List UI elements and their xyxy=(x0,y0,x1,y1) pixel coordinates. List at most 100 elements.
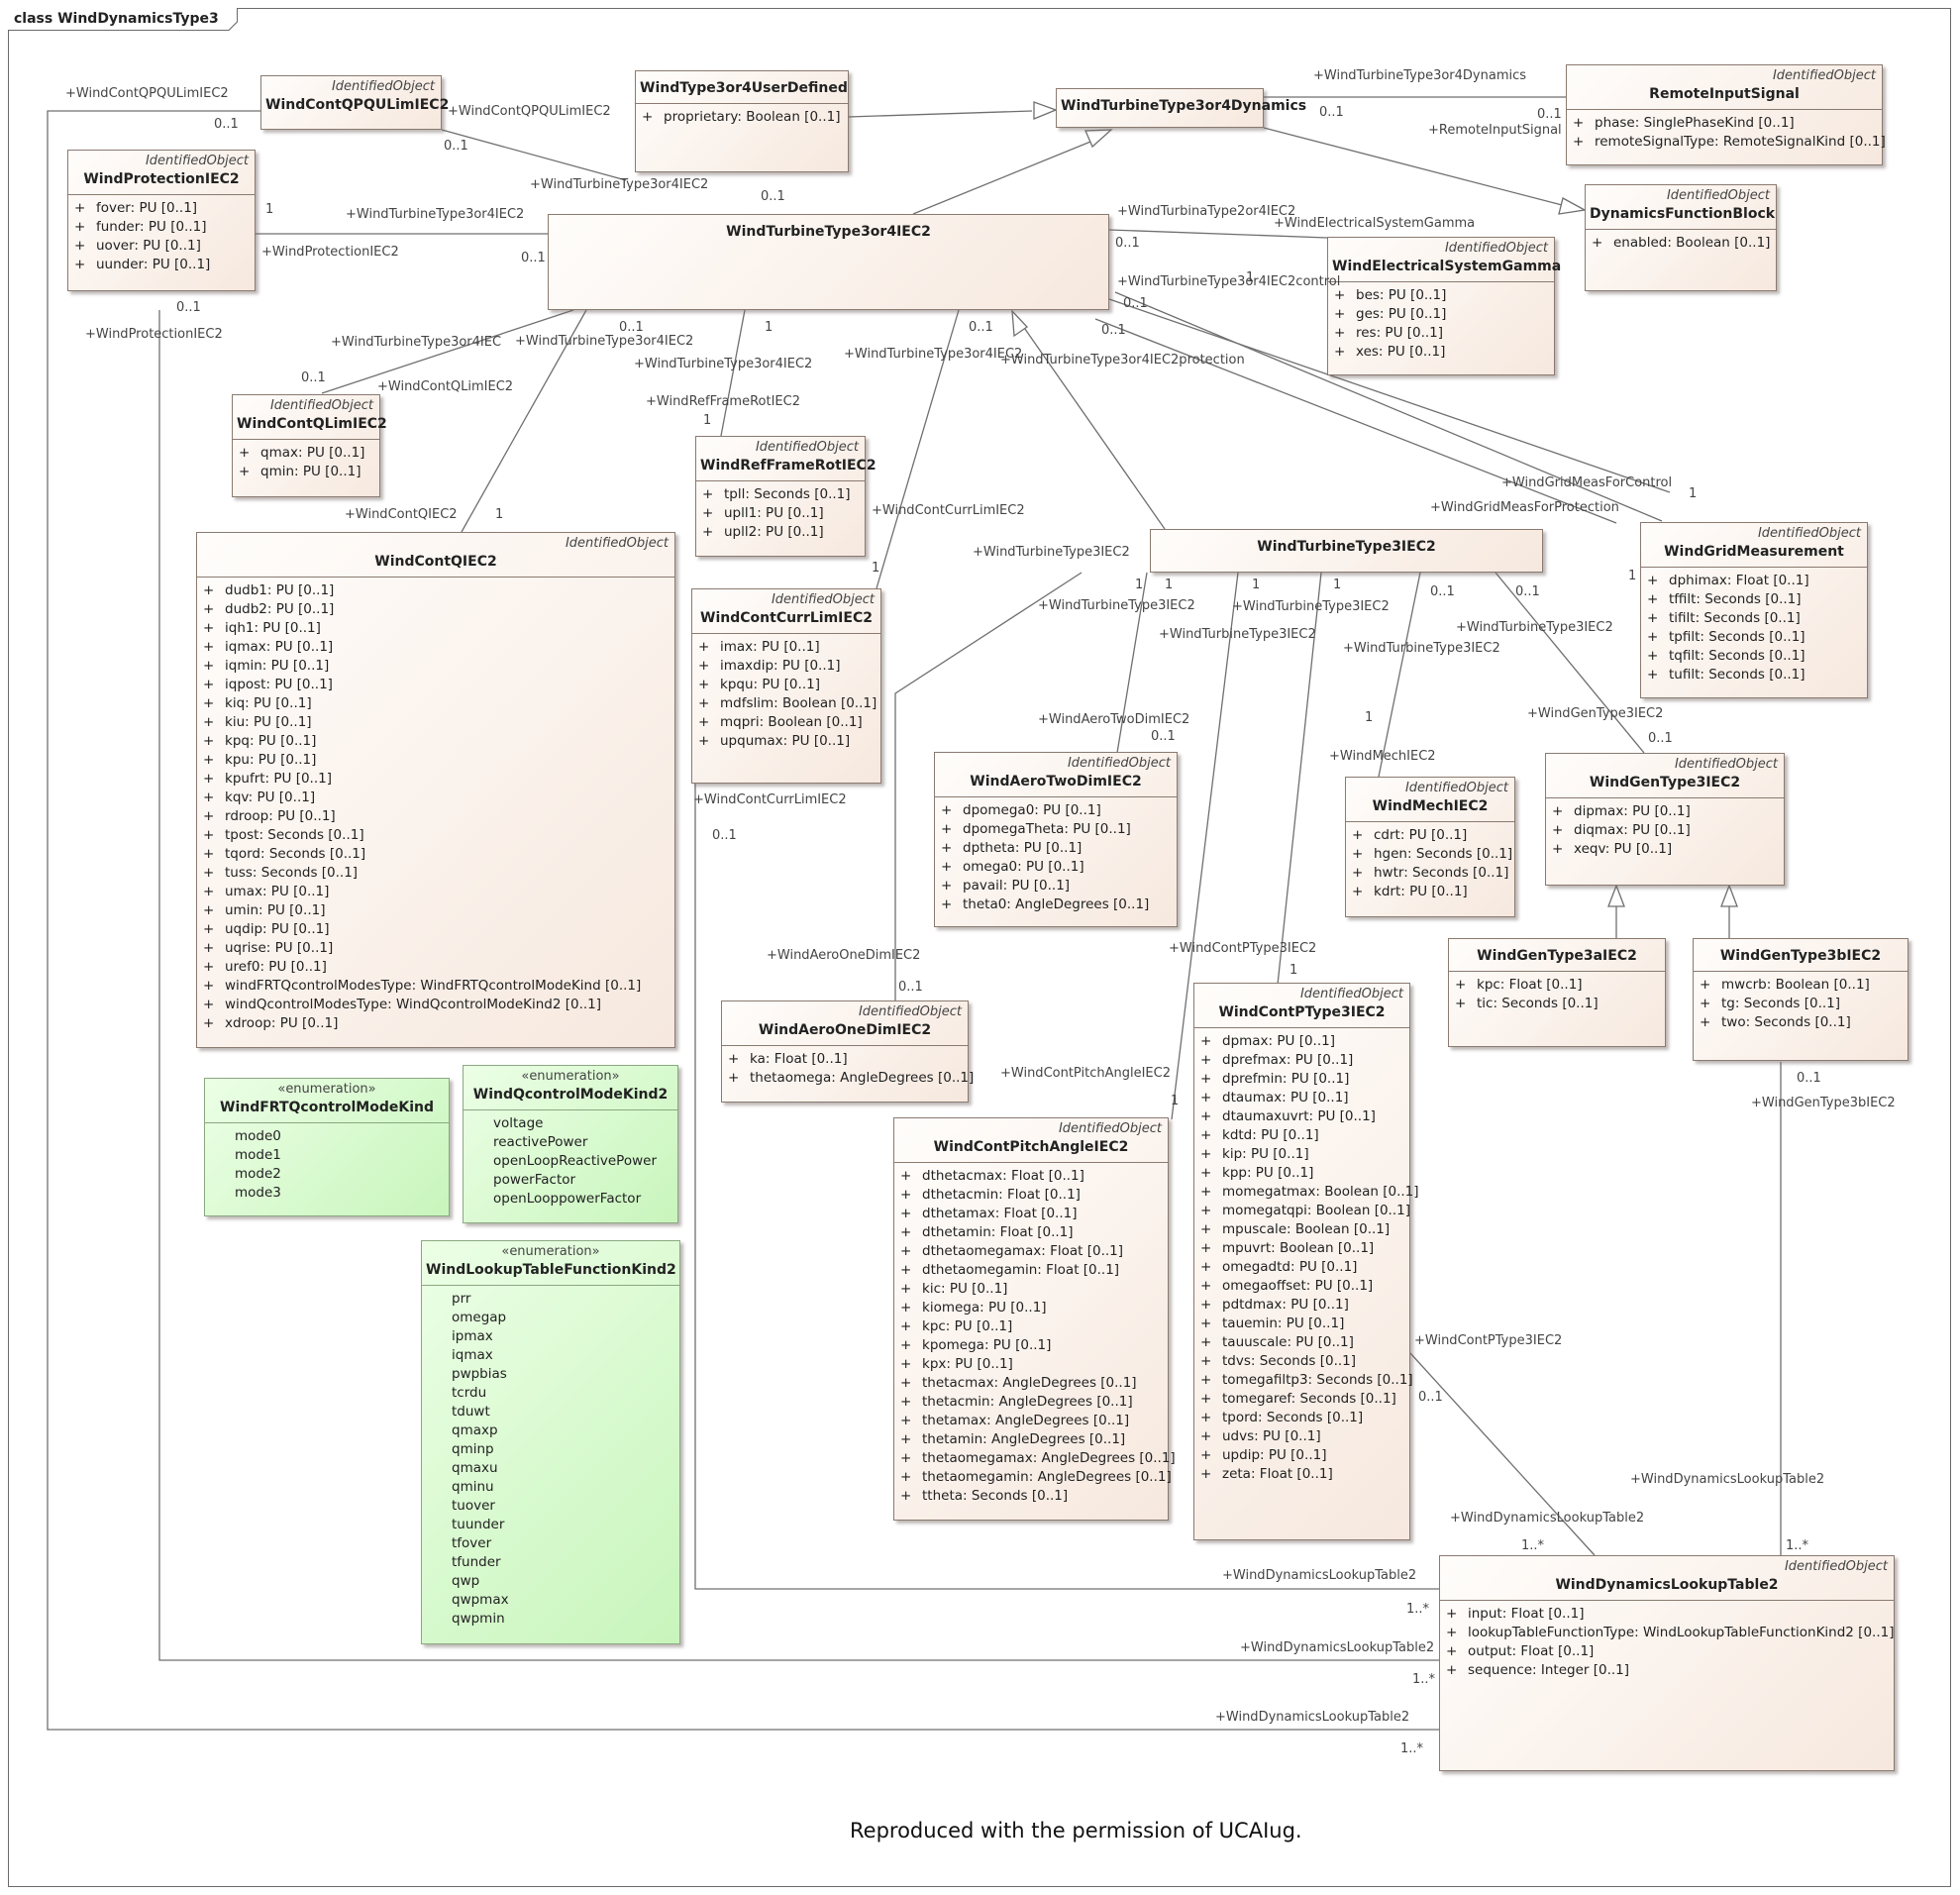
attribute: +kpufrt: PU [0..1] xyxy=(203,770,671,789)
attribute-text: iqmin: PU [0..1] xyxy=(225,658,330,674)
attribute-list: +imax: PU [0..1]+imaxdip: PU [0..1]+kpqu… xyxy=(692,633,880,755)
diagram-frame xyxy=(8,8,1951,1887)
attribute-text: mode0 xyxy=(235,1128,281,1144)
class-wind-lookup-table-function-kind2[interactable]: «enumeration»WindLookupTableFunctionKind… xyxy=(421,1240,680,1644)
attribute-text: thetaomegamax: AngleDegrees [0..1] xyxy=(922,1450,1176,1466)
association-line xyxy=(1108,298,1671,493)
multiplicity-label: 0..1 xyxy=(761,189,785,204)
visibility-public-icon: + xyxy=(1200,1127,1212,1143)
enum-literal: voltage xyxy=(493,1114,673,1133)
visibility-public-icon: + xyxy=(1352,884,1364,899)
attribute-text: qmin: PU [0..1] xyxy=(260,464,361,479)
class-name: WindGenType3bIEC2 xyxy=(1719,948,1882,964)
attribute: +dudb1: PU [0..1] xyxy=(203,581,671,600)
attribute-text: tufilt: Seconds [0..1] xyxy=(1669,667,1805,683)
class-wind-type3or4-user-defined[interactable]: WindType3or4UserDefined+proprietary: Boo… xyxy=(635,70,849,172)
visibility-public-icon: + xyxy=(203,658,215,674)
visibility-public-icon: + xyxy=(698,639,710,655)
visibility-public-icon: + xyxy=(1200,1466,1212,1482)
class-wind-gen-type3a-iec2[interactable]: WindGenType3aIEC2+kpc: Float [0..1]+tic:… xyxy=(1448,938,1666,1047)
association-line xyxy=(694,783,1439,1590)
attribute-text: tpfilt: Seconds [0..1] xyxy=(1669,629,1805,645)
attribute-text: tauemin: PU [0..1] xyxy=(1222,1316,1345,1331)
multiplicity-label: 1 xyxy=(1628,569,1637,583)
enum-literal: reactivePower xyxy=(493,1133,673,1152)
attribute-text: udvs: PU [0..1] xyxy=(1222,1428,1321,1444)
visibility-public-icon: + xyxy=(900,1262,912,1278)
attribute: +pavail: PU [0..1] xyxy=(941,877,1173,895)
visibility-public-icon: + xyxy=(1200,1071,1212,1087)
attribute: +iqpost: PU [0..1] xyxy=(203,676,671,694)
association-line xyxy=(1378,572,1421,778)
association-line xyxy=(441,129,627,181)
attribute: +tqfilt: Seconds [0..1] xyxy=(1647,647,1863,666)
permission-footer: Reproduced with the permission of UCAIug… xyxy=(850,1819,1302,1842)
class-name: WindGridMeasurement xyxy=(1664,544,1844,560)
attribute-text: ttheta: Seconds [0..1] xyxy=(922,1488,1069,1504)
class-name: WindContPType3IEC2 xyxy=(1218,1004,1386,1020)
attribute-text: xes: PU [0..1] xyxy=(1356,344,1446,360)
role-label: +WindContPType3IEC2 xyxy=(1169,941,1317,956)
class-stereotype: IdentifiedObject xyxy=(1067,756,1171,771)
class-stereotype: «enumeration» xyxy=(277,1082,376,1097)
attribute: +dprefmax: PU [0..1] xyxy=(1200,1051,1405,1070)
class-name: WindRefFrameRotIEC2 xyxy=(700,458,877,474)
visibility-public-icon: + xyxy=(1200,1221,1212,1237)
visibility-public-icon: + xyxy=(1647,667,1659,683)
attribute: +tuss: Seconds [0..1] xyxy=(203,864,671,883)
attribute-text: omegadtd: PU [0..1] xyxy=(1222,1259,1358,1275)
class-wind-turbine-type3or4-iec2[interactable]: WindTurbineType3or4IEC2 xyxy=(548,214,1109,310)
attribute: +mqpri: Boolean [0..1] xyxy=(698,713,877,732)
attribute-text: uref0: PU [0..1] xyxy=(225,959,327,975)
attribute: +thetaomegamax: AngleDegrees [0..1] xyxy=(900,1449,1176,1468)
attribute-text: momegatqpi: Boolean [0..1] xyxy=(1222,1203,1410,1218)
attribute-text: dudb2: PU [0..1] xyxy=(225,601,335,617)
attribute-list: +mwcrb: Boolean [0..1]+tg: Seconds [0..1… xyxy=(1694,971,1908,1036)
visibility-public-icon: + xyxy=(941,802,953,818)
multiplicity-label: 1..* xyxy=(1521,1538,1545,1553)
attribute-list: +fover: PU [0..1]+funder: PU [0..1]+uove… xyxy=(68,194,255,278)
attribute-text: thetaomega: AngleDegrees [0..1] xyxy=(750,1070,975,1086)
multiplicity-label: 0..1 xyxy=(1319,105,1344,120)
visibility-public-icon: + xyxy=(702,505,714,521)
enum-literal: qminp xyxy=(452,1440,675,1459)
attribute-text: proprietary: Boolean [0..1] xyxy=(664,109,841,125)
enum-literal: omegap xyxy=(452,1309,675,1327)
class-wind-gen-type3b-iec2[interactable]: WindGenType3bIEC2 +mwcrb: Boolean [0..1]+… xyxy=(1693,938,1908,1061)
class-wind-turbine-type3or4-dynamics[interactable]: WindTurbineType3or4Dynamics xyxy=(1056,88,1306,128)
attribute-text: umin: PU [0..1] xyxy=(225,902,326,918)
attribute-text: tpll: Seconds [0..1] xyxy=(724,486,851,502)
visibility-public-icon: + xyxy=(1200,1334,1212,1350)
enum-literal: mode3 xyxy=(235,1184,445,1203)
attribute-list: +tpll: Seconds [0..1]+upll1: PU [0..1]+u… xyxy=(696,480,865,546)
attribute-list: +dpomega0: PU [0..1]+dpomegaTheta: PU [0… xyxy=(935,796,1177,918)
role-label: +WindTurbineType3or4Dynamics xyxy=(1313,68,1527,83)
attribute: +tpord: Seconds [0..1] xyxy=(1200,1409,1405,1427)
attribute: +dptheta: PU [0..1] xyxy=(941,839,1173,858)
class-wind-turbine-type3-iec2[interactable]: WindTurbineType3IEC2 xyxy=(1150,529,1543,573)
class-stereotype: IdentifiedObject xyxy=(771,592,875,607)
visibility-public-icon: + xyxy=(203,695,215,711)
visibility-public-icon: + xyxy=(1200,1203,1212,1218)
